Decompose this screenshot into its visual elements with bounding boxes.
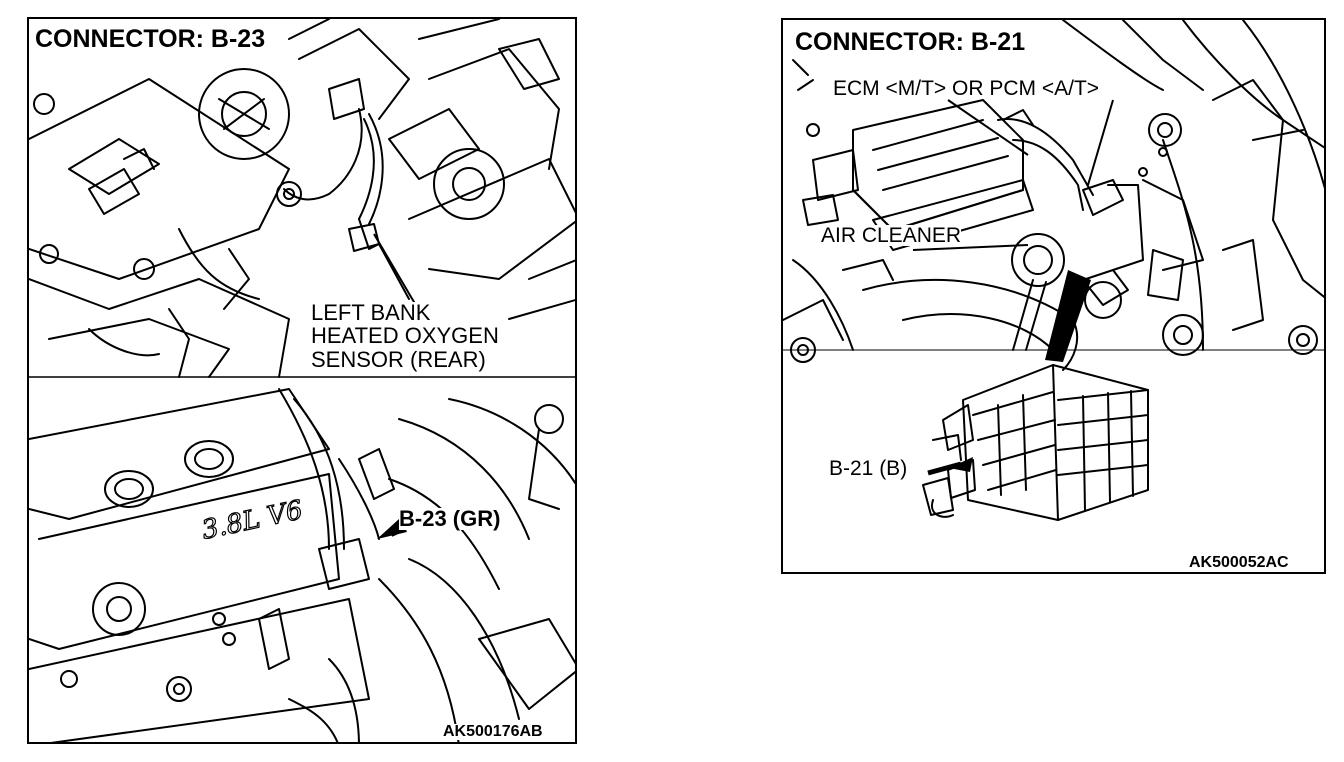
ecm-pcm-label: ECM <M/T> OR PCM <A/T> [833, 77, 1100, 100]
sensor-label-line1: LEFT BANK [311, 300, 431, 325]
left-figure-code: AK500176AB [443, 723, 543, 740]
engine-cover-logo: 3.8L V6 [199, 495, 305, 546]
left-panel-title: CONNECTOR: B-23 [35, 25, 266, 53]
sensor-label-line2: HEATED OXYGEN [311, 323, 499, 348]
ecm-module-drawing [922, 364, 1149, 521]
right-diagram-panel: CONNECTOR: B-21 ECM <M/T> OR PCM <A/T> A… [781, 18, 1326, 574]
sensor-label-line3: SENSOR (REAR) [311, 347, 486, 372]
right-panel-title: CONNECTOR: B-21 [795, 28, 1026, 56]
engine-bay-illustration-right [783, 20, 1324, 521]
engine-bay-illustration-left: 3.8L V6 [29, 19, 575, 742]
left-diagram-panel: 3.8L V6 CONNECTOR: B-23 LEFT BANK HEATED… [27, 17, 577, 744]
right-figure-code: AK500052AC [1189, 554, 1289, 571]
connector-b21-callout: B-21 (B) [829, 457, 908, 480]
air-cleaner-label: AIR CLEANER [821, 224, 962, 247]
connector-b23-callout: B-23 (GR) [399, 506, 501, 531]
